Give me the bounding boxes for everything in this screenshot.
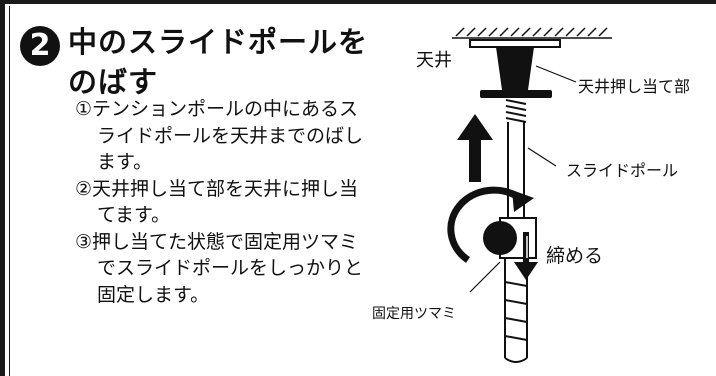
ceiling-pusher — [469, 39, 561, 98]
spring — [505, 99, 527, 123]
ceiling-label: 天井 — [416, 50, 452, 71]
tighten-label: 締める — [546, 245, 603, 267]
ceiling-pusher-label: 天井押し当て部 — [578, 77, 690, 96]
instruction-item-2: ②天井押し当て部を天井に押し当てます。 — [75, 177, 359, 227]
leader-lines — [469, 65, 577, 293]
slide-pole-label: スライドポール — [566, 161, 678, 180]
frame-left-border — [0, 0, 5, 376]
fixing-knob — [483, 217, 537, 259]
step-title: 中のスライドポールを のばす — [68, 22, 368, 102]
pole-diagram: 天井 天井押し当て部 スライドポール 締める 固定用ツマミ — [372, 27, 690, 363]
rotate-arrow-head-icon — [512, 190, 534, 212]
lower-pole — [504, 258, 528, 363]
instruction-item-3: ③押し当てた状態で固定用ツマミでスライドポールをしっかりと固定します。 — [75, 230, 364, 306]
up-arrow-icon — [457, 114, 493, 182]
ceiling-hatching — [452, 27, 612, 39]
step-title-line2: のばす — [68, 65, 159, 99]
instruction-item-1: ①テンションポールの中にあるスライドポールを天井までのばします。 — [75, 98, 364, 173]
fixing-knob-label: 固定用ツマミ — [372, 306, 456, 322]
frame-left-inner-line — [9, 6, 10, 376]
step-number-badge: 2 — [20, 26, 60, 66]
step-title-line1: 中のスライドポールを — [68, 25, 369, 59]
frame-top-border — [0, 0, 716, 4]
instruction-list: ①テンションポールの中にあるスライドポールを天井までのばします。 ②天井押し当て… — [75, 96, 375, 308]
rotate-arrow-icon — [447, 186, 522, 263]
